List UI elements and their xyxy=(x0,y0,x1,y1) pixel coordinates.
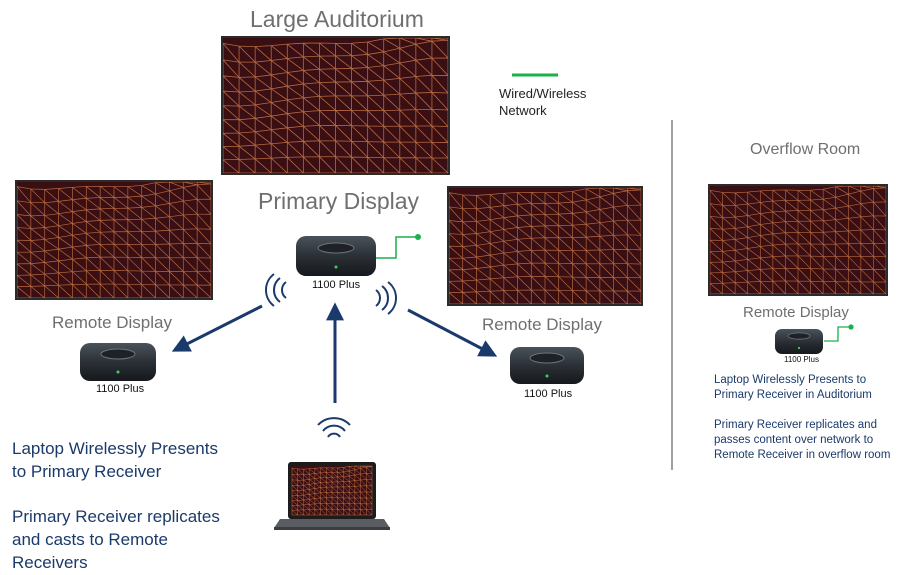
laptop-icon xyxy=(274,462,390,530)
right-description-line2: Primary Receiver in Auditorium xyxy=(714,389,872,401)
arrow-to-right-receiver xyxy=(407,308,498,357)
right-receiver-label: 1100 Plus xyxy=(524,388,573,400)
primary-network-line xyxy=(376,236,418,259)
overflow-network-line xyxy=(824,326,851,342)
left-description-line5: Receivers xyxy=(12,553,88,572)
remote-display-overflow-label: Remote Display xyxy=(743,304,849,321)
left-description-line1: Laptop Wirelessly Presents xyxy=(12,439,218,458)
left-description-line3: Primary Receiver replicates xyxy=(12,507,220,526)
primary-display-screen xyxy=(221,36,450,175)
overflow-receiver-device xyxy=(775,329,823,354)
left-receiver-label: 1100 Plus xyxy=(96,383,145,395)
left-description-line2: to Primary Receiver xyxy=(12,462,162,481)
overflow-receiver-label: 1100 Plus xyxy=(784,355,819,364)
primary-receiver-label: 1100 Plus xyxy=(312,279,361,291)
right-description-line4: passes content over network to xyxy=(714,434,874,446)
legend-label: Wired/Wireless Network xyxy=(499,85,586,119)
overflow-room-screen xyxy=(708,184,888,296)
left-description-line4: and casts to Remote xyxy=(12,530,168,549)
remote-display-left-label: Remote Display xyxy=(52,313,172,332)
primary-network-dot xyxy=(415,234,421,240)
overflow-network-dot xyxy=(848,324,854,330)
wifi-laptop-icon xyxy=(317,417,351,438)
left-description: Laptop Wirelessly Presents to Primary Re… xyxy=(12,437,220,574)
right-description-line5: Remote Receiver in overflow room xyxy=(714,449,891,461)
right-description: Laptop Wirelessly Presents to Primary Re… xyxy=(714,373,897,463)
right-receiver-device xyxy=(510,347,584,384)
remote-display-right-label: Remote Display xyxy=(482,315,602,334)
remote-display-left-screen xyxy=(15,180,213,300)
right-description-line1: Laptop Wirelessly Presents to xyxy=(714,374,867,386)
primary-receiver-device xyxy=(296,236,376,276)
legend-label-line1: Wired/Wireless xyxy=(499,86,587,101)
remote-display-right-screen xyxy=(447,186,643,306)
large-auditorium-title: Large Auditorium xyxy=(250,6,424,32)
legend-label-line2: Network xyxy=(499,103,547,118)
left-receiver-device xyxy=(80,343,156,381)
arrow-to-left-receiver xyxy=(171,304,263,352)
right-description-line3: Primary Receiver replicates and xyxy=(714,419,877,431)
wifi-right-icon xyxy=(375,281,397,315)
wifi-left-icon xyxy=(265,273,287,307)
overflow-room-title: Overflow Room xyxy=(750,141,861,158)
primary-display-title: Primary Display xyxy=(258,188,420,214)
